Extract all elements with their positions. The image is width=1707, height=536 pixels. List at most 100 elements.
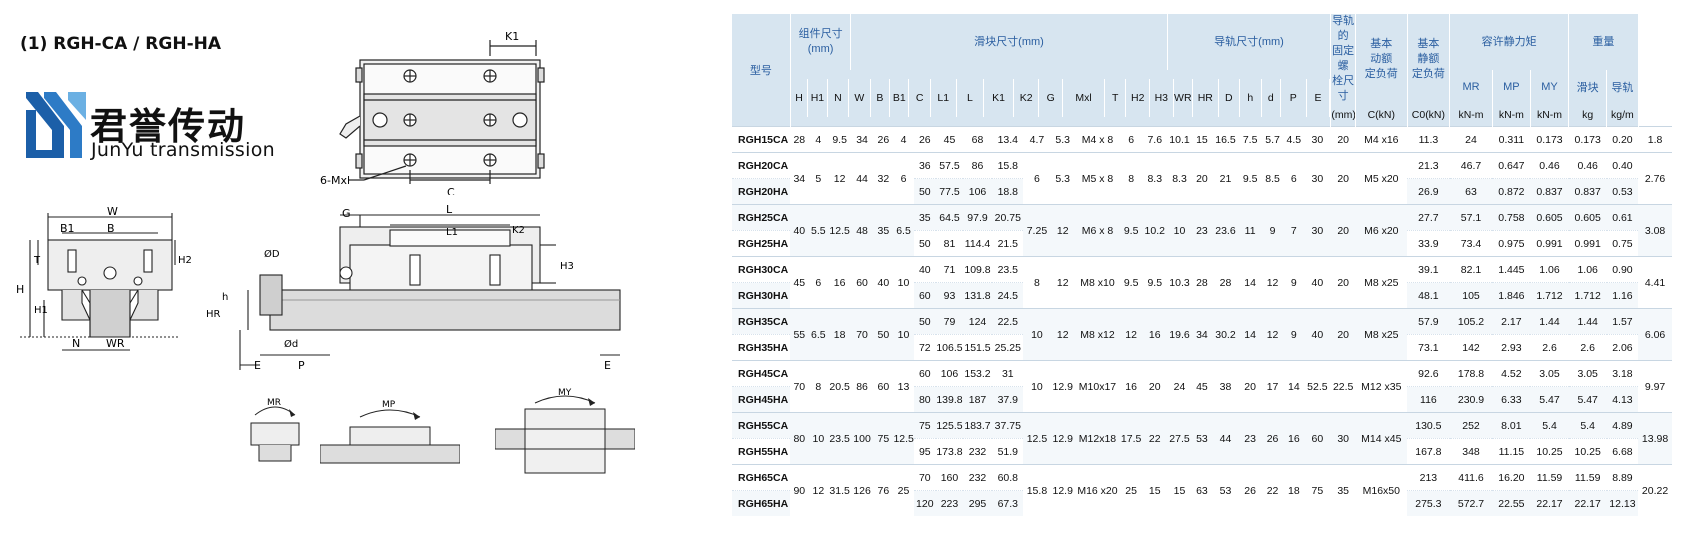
- table-cell: 70: [790, 360, 809, 413]
- hdr-my: MY: [1530, 70, 1570, 104]
- table-cell: 57.9: [1407, 308, 1450, 335]
- table-cell: 9: [1283, 256, 1304, 309]
- table-cell: 63: [1449, 178, 1493, 205]
- table-cell: 5.47: [1568, 386, 1607, 413]
- table-cell: 0.173: [1530, 126, 1569, 153]
- hdr-col-k2: K2: [1013, 79, 1040, 117]
- hdr-c0-unit: C0(kN): [1407, 104, 1451, 127]
- table-cell: 116: [1407, 386, 1450, 413]
- dim-k1: K1: [505, 30, 519, 43]
- hdr-static-load: 基本静额定负荷: [1407, 14, 1451, 104]
- table-cell: 106: [962, 178, 993, 205]
- hdr-col-n: N: [827, 79, 850, 117]
- dim-h2: H2: [178, 255, 192, 266]
- table-cell: 124: [962, 308, 993, 335]
- table-cell: 0.311: [1492, 126, 1531, 153]
- dim-e: E: [254, 359, 261, 372]
- table-cell: 22.17: [1568, 490, 1607, 516]
- table-cell: 230.9: [1449, 386, 1493, 413]
- hdr-col-p: P: [1280, 79, 1307, 117]
- table-cell: 6: [808, 256, 829, 309]
- table-cell: 1.846: [1492, 282, 1531, 309]
- table-cell: 15.8: [992, 152, 1024, 179]
- table-cell: M8 x25: [1355, 308, 1408, 361]
- table-cell: 68: [962, 126, 993, 153]
- table-cell: 52.5: [1303, 360, 1331, 413]
- table-cell: 8.3: [1142, 152, 1168, 205]
- model-cell: RGH15CA: [732, 126, 791, 153]
- table-cell: 53: [1191, 412, 1213, 465]
- table-cell: 50: [913, 178, 937, 205]
- table-cell: 8.01: [1492, 412, 1531, 439]
- table-cell: 1.06: [1568, 256, 1607, 283]
- hdr-assembly: 组件尺寸(mm): [790, 14, 852, 70]
- table-cell: 4.5: [1283, 126, 1304, 153]
- table-cell: 30: [1303, 152, 1331, 205]
- table-cell: 11.59: [1530, 464, 1569, 491]
- table-cell: 17.5: [1119, 412, 1143, 465]
- table-cell: 60: [913, 360, 937, 387]
- model-cell: RGH20HA: [732, 178, 791, 205]
- table-cell: 20: [1330, 308, 1356, 361]
- table-cell: 51.9: [992, 438, 1024, 465]
- table-cell: 60.8: [992, 464, 1024, 491]
- table-cell: 44: [850, 152, 874, 205]
- table-cell: 100: [850, 412, 874, 465]
- table-cell: 75: [873, 412, 894, 465]
- table-cell: 40: [873, 256, 894, 309]
- table-cell: 6: [1119, 126, 1143, 153]
- hdr-col-t: T: [1104, 79, 1127, 117]
- table-cell: 9.5: [1119, 204, 1143, 257]
- table-cell: 35: [1330, 464, 1356, 516]
- table-cell: 18: [828, 308, 851, 361]
- model-cell: RGH25HA: [732, 230, 791, 257]
- table-cell: 0.90: [1606, 256, 1639, 283]
- table-cell: 23.5: [828, 412, 851, 465]
- table-cell: 86: [850, 360, 874, 413]
- table-cell: 82.1: [1449, 256, 1493, 283]
- table-cell: 15: [1167, 464, 1192, 516]
- table-cell: 3.05: [1568, 360, 1607, 387]
- dim-d-small: Ød: [284, 338, 298, 350]
- table-cell: 10: [893, 308, 914, 361]
- table-cell: 16: [828, 256, 851, 309]
- table-cell: M12 x35: [1355, 360, 1408, 413]
- table-cell: 40: [913, 256, 937, 283]
- table-cell: 5.3: [1050, 152, 1076, 205]
- table-cell: 142: [1449, 334, 1493, 361]
- table-cell: 34: [850, 126, 874, 153]
- table-cell: 183.7: [962, 412, 993, 439]
- dim-p: P: [298, 359, 305, 372]
- table-cell: 12: [1261, 308, 1284, 361]
- table-cell: 6.33: [1492, 386, 1531, 413]
- table-cell: 11: [1238, 204, 1262, 257]
- table-cell: 26: [1261, 412, 1284, 465]
- table-cell: 4.52: [1492, 360, 1531, 387]
- table-cell: 11.3: [1407, 126, 1450, 153]
- table-cell: 160: [936, 464, 963, 491]
- table-cell: 11.15: [1492, 438, 1531, 465]
- table-cell: 8: [1023, 256, 1051, 309]
- hdr-col-h2: H2: [1125, 79, 1151, 117]
- table-cell: 19.6: [1167, 308, 1192, 361]
- table-cell: 12: [1050, 256, 1076, 309]
- table-cell: 348: [1449, 438, 1493, 465]
- table-cell: 1.57: [1606, 308, 1639, 335]
- table-cell: 4: [808, 126, 829, 153]
- table-cell: 21.3: [1407, 152, 1450, 179]
- table-cell: 5.47: [1530, 386, 1569, 413]
- hdr-col-e: E: [1306, 79, 1330, 117]
- table-cell: 0.758: [1492, 204, 1531, 231]
- table-cell: 8.89: [1606, 464, 1639, 491]
- table-cell: 6.5: [808, 308, 829, 361]
- table-cell: 21: [1212, 152, 1239, 205]
- table-cell: 32: [873, 152, 894, 205]
- table-cell: 30: [1303, 204, 1331, 257]
- table-cell: 23.6: [1212, 204, 1239, 257]
- table-cell: 9.5: [1238, 152, 1262, 205]
